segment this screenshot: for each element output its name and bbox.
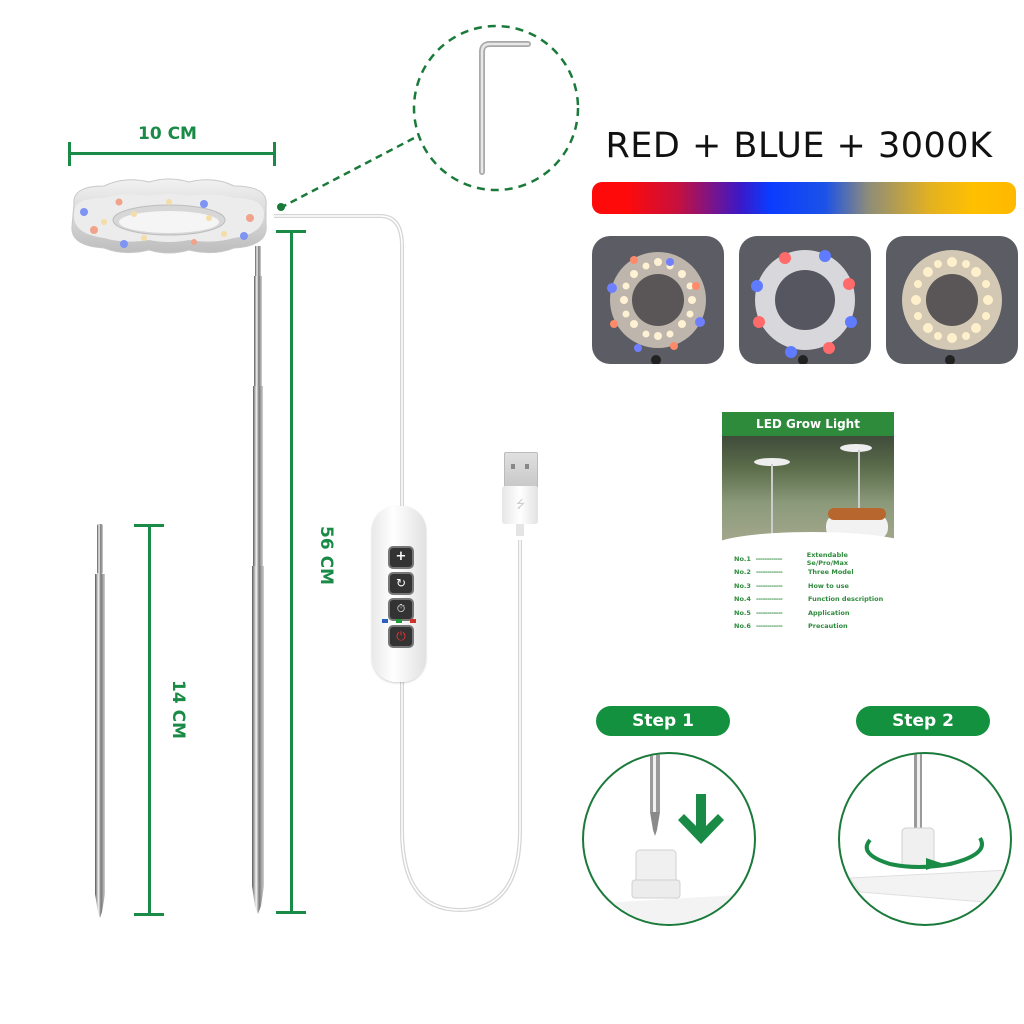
cycle-icon: ↻ [395, 576, 407, 590]
light-mode-red-blue [739, 236, 871, 364]
spike-length-dimension [134, 524, 164, 916]
power-cable [274, 214, 522, 913]
usb-icon: ⭍ [516, 498, 526, 511]
ring-width-label: 10 CM [138, 124, 197, 144]
manual-item: No.1------------Extendable Se/Pro/Max [734, 550, 849, 567]
light-mode-mixed [592, 236, 724, 364]
step-1-label: Step 1 [596, 706, 730, 736]
plus-icon: + [395, 549, 407, 564]
manual-booklet: LED Grow Light No.1------------Extendabl… [722, 412, 894, 638]
ground-spike [92, 524, 108, 920]
manual-item: No.6------------Precaution [734, 622, 848, 631]
pole-length-dimension [276, 230, 306, 914]
ring-light-head [64, 176, 274, 256]
power-icon: ⏻ [396, 629, 406, 643]
controller-button-brightness[interactable]: + [388, 546, 414, 569]
manual-item: No.5------------Application [734, 608, 850, 617]
controller-button-mode[interactable]: ↻ [388, 572, 414, 595]
manual-item: No.2------------Three Model [734, 568, 854, 577]
hex-key-callout [410, 22, 582, 194]
controller-button-power[interactable]: ⏻ [388, 625, 414, 648]
manual-contents-list: No.1------------Extendable Se/Pro/Max No… [722, 548, 894, 633]
arrow-down-icon [678, 794, 724, 844]
light-mode-warm-white [886, 236, 1018, 364]
spike-length-label: 14 CM [168, 680, 188, 739]
manual-title: LED Grow Light [722, 412, 894, 436]
manual-photo [722, 436, 894, 548]
manual-item: No.3------------How to use [734, 581, 849, 590]
controller-button-timer[interactable]: ⏱ [388, 598, 414, 621]
rotate-arrow-icon [864, 836, 984, 869]
telescopic-pole [248, 246, 268, 916]
spectrum-title: RED + BLUE + 3000K [605, 126, 993, 166]
indicator-blue [382, 619, 388, 623]
inline-controller: + ↻ ⏱ ⏻ [372, 506, 426, 682]
spectrum-gradient-bar [592, 182, 1016, 214]
step-1-illustration [582, 752, 756, 926]
timer-icon: ⏱ [396, 602, 406, 615]
step-2-illustration [838, 752, 1012, 926]
indicator-red [410, 619, 416, 623]
ring-width-dimension [68, 142, 276, 166]
indicator-green [396, 619, 402, 623]
manual-item: No.4------------Function description [734, 595, 884, 604]
step-2-label: Step 2 [856, 706, 990, 736]
callout-leader-line [277, 134, 419, 211]
usb-plug: ⭍ [502, 452, 538, 536]
